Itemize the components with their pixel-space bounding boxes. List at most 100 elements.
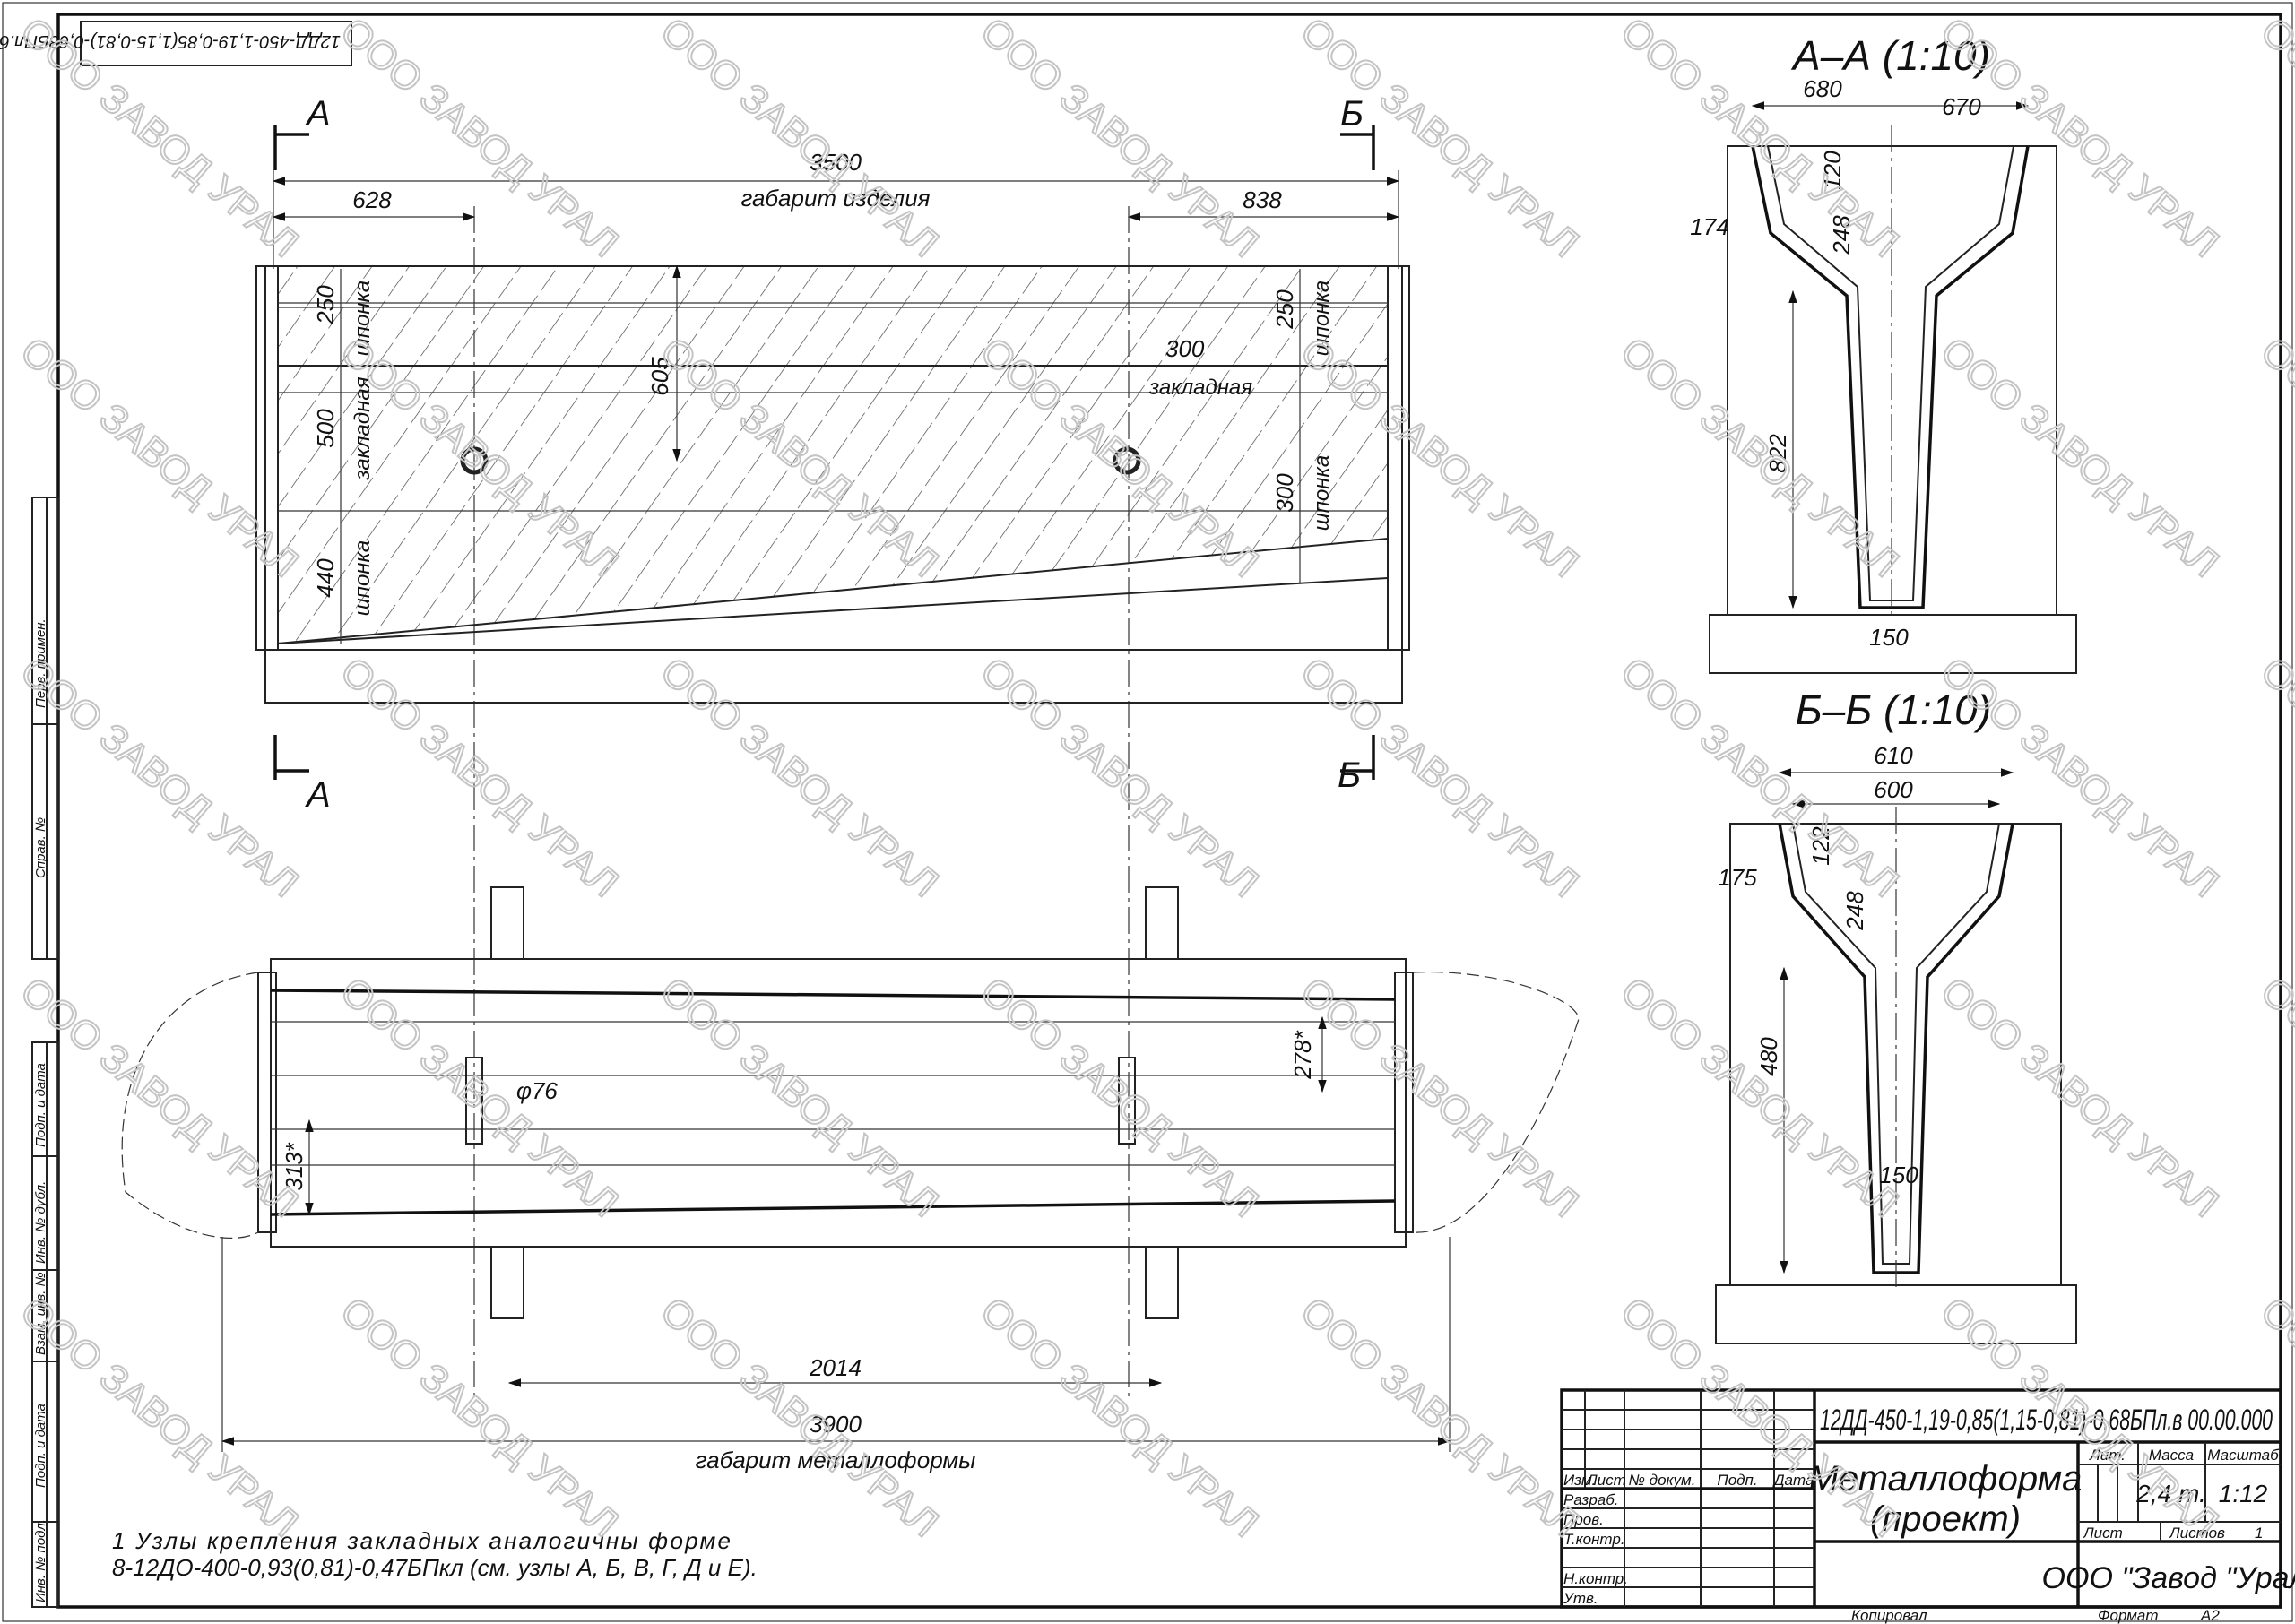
scale-label: Масштаб — [2207, 1447, 2280, 1464]
mass-value: 2,4 т. — [2135, 1480, 2206, 1507]
dim-822: 822 — [1764, 434, 1791, 473]
watermark-text: ООО ЗАВОД УРАЛ — [1293, 1289, 1587, 1546]
section-marker-b: Б — [1340, 94, 1364, 134]
side-label: Взам. инв. № — [33, 1272, 48, 1355]
section-bb: Б–Б (1:10) 610 600 122 175 248 480 150 — [1715, 687, 2077, 1344]
watermark-text: ООО ЗАВОД УРАЛ — [653, 9, 947, 266]
dim-3500: 3500 — [810, 149, 862, 176]
sheets-label: Листов — [2169, 1525, 2225, 1542]
watermark-text: ООО ЗАВОД УРАЛ — [1293, 649, 1587, 906]
section-bb-title: Б–Б (1:10) — [1796, 687, 1991, 733]
dim-150: 150 — [1879, 1162, 1918, 1188]
watermark-text: ООО ЗАВОД УРАЛ — [333, 9, 627, 266]
watermark-text: ООО ЗАВОД УРАЛ — [1613, 329, 1907, 586]
dim-628: 628 — [352, 186, 392, 213]
watermark-text: ООО ЗАВОД УРАЛ — [1933, 969, 2227, 1226]
drawing-name: Металлоформа — [1809, 1459, 2083, 1499]
col-header: Изм. — [1563, 1472, 1596, 1489]
label-shponka: шпонка — [351, 540, 375, 616]
lit-label: Лит. — [2089, 1447, 2126, 1464]
watermark-text: ООО ЗАВОД УРАЛ — [13, 329, 307, 586]
side-label: Инв. № дубл. — [33, 1181, 48, 1264]
dim-right-300: 300 — [1165, 335, 1205, 362]
section-marker-a: А — [305, 94, 331, 134]
label-shponka: шпонка — [1310, 455, 1334, 531]
watermark-text: ООО ЗАВОД УРАЛ — [973, 649, 1267, 906]
watermark-text: ООО ЗАВОД УРАЛ — [333, 649, 627, 906]
dim-838: 838 — [1243, 186, 1282, 213]
dim-caption: габарит изделия — [740, 185, 930, 212]
title-block: 12ДД-450-1,19-0,85(1,15-0,81)-0,68БПл.в … — [1560, 1388, 2295, 1624]
stamp-code: 12ДД-450-1,19-0,85(1,15-0,81)-0,68БПл.б … — [0, 31, 341, 51]
dim-left-250: 250 — [312, 285, 339, 325]
dim-248: 248 — [1828, 215, 1855, 255]
dim-left-500: 500 — [312, 409, 339, 448]
dim-313: 313* — [281, 1142, 307, 1190]
watermark-text: ООО ЗАВОД УРАЛ — [973, 1289, 1267, 1546]
side-label: Справ. № — [33, 817, 48, 878]
dim-phi76: φ76 — [516, 1077, 558, 1104]
dim-3900: 3900 — [810, 1411, 862, 1438]
dim-680: 680 — [1803, 75, 1842, 102]
watermark-text: ООО ЗАВОД УРАЛ — [653, 969, 947, 1226]
scale-value: 1:12 — [2219, 1480, 2268, 1507]
watermark-text: ООО ЗАВОД УРАЛ — [1933, 649, 2227, 906]
watermark-text: ООО ЗАВОД УРАЛ — [973, 9, 1267, 266]
label-zakladnaya: закладная — [1148, 376, 1252, 400]
dim-left-440: 440 — [312, 558, 339, 598]
mass-label: Масса — [2149, 1447, 2194, 1464]
role-label: Разраб. — [1563, 1491, 1619, 1508]
dim-600: 600 — [1874, 776, 1913, 803]
dim-248: 248 — [1841, 891, 1868, 931]
watermark-text: ООО ЗАВОД УРАЛ — [2253, 649, 2295, 906]
dim-2014: 2014 — [809, 1354, 862, 1381]
watermark-text: ООО ЗАВОД УРАЛ — [973, 969, 1267, 1226]
label-zakladnaya: закладная — [351, 376, 375, 480]
col-header: Лист — [1586, 1472, 1626, 1489]
top-view: А Б А Б 3500 габарит изделия 628 838 605 — [255, 94, 1410, 1398]
col-header: Подп. — [1717, 1472, 1757, 1489]
role-label: Н.контр. — [1563, 1570, 1628, 1587]
side-label: Инв. № подл. — [33, 1519, 48, 1602]
format-label: Формат — [2098, 1607, 2159, 1624]
role-label: Утв. — [1563, 1590, 1598, 1607]
side-label: Перв. примен. — [33, 618, 48, 708]
dim-right-250: 250 — [1271, 289, 1298, 330]
bottom-view: φ76 278* 313* 2014 3900 габарит металлоф… — [121, 886, 1580, 1473]
watermark-text: ООО ЗАВОД УРАЛ — [2253, 9, 2295, 266]
dim-150: 150 — [1869, 624, 1909, 651]
dim-174: 174 — [1690, 213, 1728, 240]
sheet-label: Лист — [2083, 1525, 2123, 1542]
watermark-text: ООО ЗАВОД УРАЛ — [333, 969, 627, 1226]
format-value: А2 — [2200, 1607, 2220, 1624]
watermark-text: ООО ЗАВОД УРАЛ — [2253, 969, 2295, 1226]
watermark-text: ООО ЗАВОД УРАЛ — [1933, 329, 2227, 586]
dim-right-300b: 300 — [1271, 473, 1298, 513]
company-name: ООО "Завод "Урал" — [2042, 1561, 2295, 1595]
watermark-text: ООО ЗАВОД УРАЛ — [13, 1289, 307, 1546]
watermark-text: ООО ЗАВОД УРАЛ — [2253, 329, 2295, 586]
watermark-text: ООО ЗАВОД УРАЛ — [1293, 969, 1587, 1226]
dim-610: 610 — [1874, 742, 1913, 769]
drawing-code: 12ДД-450-1,19-0,85(1,15-0,81)-0,68БПл.в … — [1820, 1404, 2273, 1436]
side-label: Подп. и дата — [33, 1063, 48, 1147]
role-label: Т.контр. — [1563, 1531, 1625, 1548]
watermark-text: ООО ЗАВОД УРАЛ — [1613, 969, 1907, 1226]
col-header: Дата — [1772, 1472, 1814, 1489]
dim-278: 278* — [1289, 1030, 1316, 1079]
label-shponka: шпонка — [351, 281, 375, 356]
watermark-text: ООО ЗАВОД УРАЛ — [653, 649, 947, 906]
watermark-text: ООО ЗАВОД УРАЛ — [1933, 9, 2227, 266]
note-line-1: 1 Узлы крепления закладных аналогичны фо… — [112, 1527, 731, 1554]
dim-670: 670 — [1942, 93, 1981, 120]
top-left-stamp: 12ДД-450-1,19-0,85(1,15-0,81)-0,68БПл.б … — [0, 21, 352, 66]
side-stamp: Перв. примен. Справ. № Подп. и дата Инв.… — [31, 497, 59, 1608]
sheets-value: 1 — [2255, 1525, 2263, 1542]
section-aa-title: А–А (1:10) — [1790, 32, 1990, 79]
label-shponka: шпонка — [1310, 281, 1334, 356]
side-label: Подп. и дата — [33, 1404, 48, 1488]
role-label: Пров. — [1563, 1511, 1604, 1528]
col-header: № докум. — [1629, 1472, 1696, 1489]
